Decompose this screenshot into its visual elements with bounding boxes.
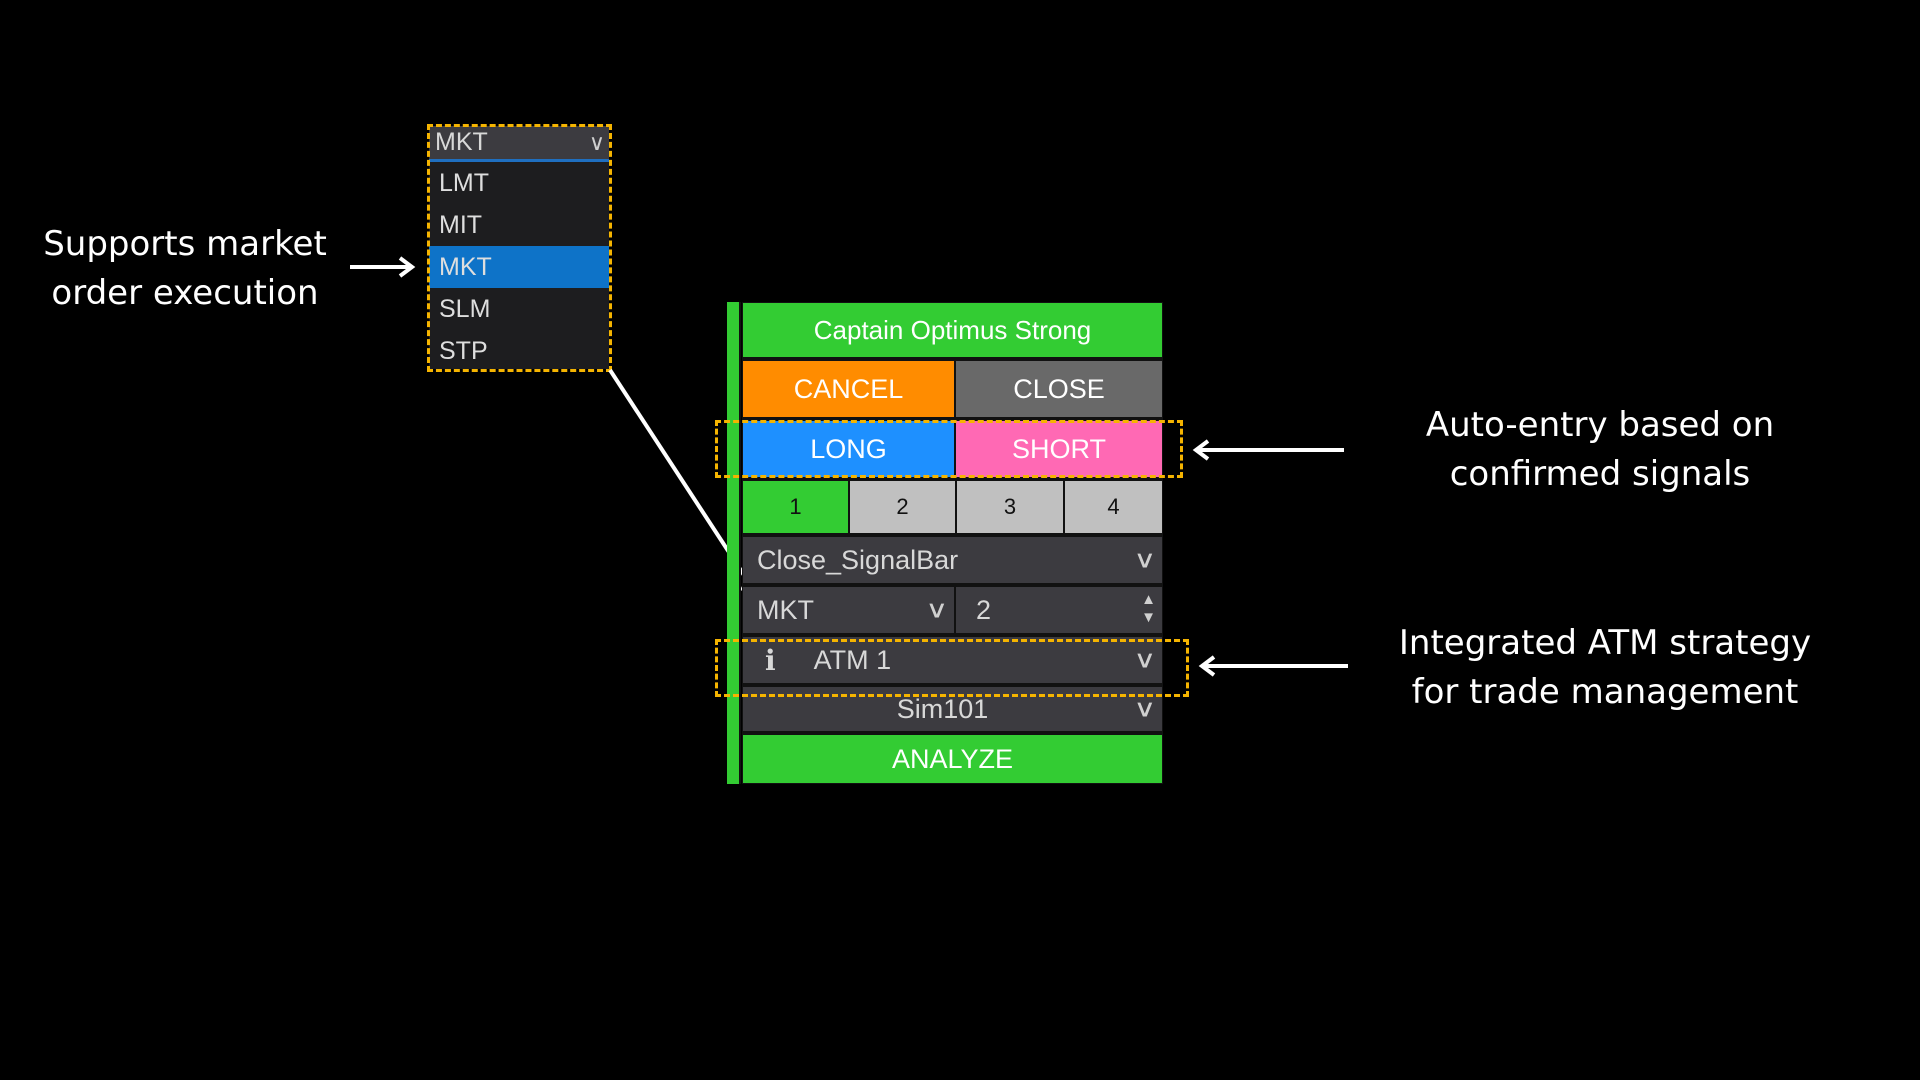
- close-button[interactable]: CLOSE: [955, 360, 1163, 418]
- dropdown-selected-value: MKT: [435, 128, 488, 156]
- quantity-stepper[interactable]: 2 ▲▼: [955, 586, 1163, 634]
- quantity-value: 2: [976, 594, 992, 625]
- chevron-down-icon: ∨: [588, 130, 605, 155]
- annotation-auto-entry: Auto-entry based on confirmed signals: [1370, 401, 1830, 499]
- annotation-line: Supports market: [43, 224, 327, 264]
- annotation-line: Auto-entry based on: [1425, 405, 1775, 445]
- annotation-line: confirmed signals: [1449, 454, 1751, 494]
- dropdown-option-stp[interactable]: STP: [439, 337, 488, 365]
- annotation-market-order: Supports market order execution: [20, 220, 350, 318]
- annotation-atm-strategy: Integrated ATM strategy for trade manage…: [1360, 619, 1850, 717]
- arrow-left-icon: [1192, 439, 1344, 461]
- tab-1[interactable]: 1: [742, 480, 849, 534]
- order-type-select[interactable]: MKT ∨: [742, 586, 955, 634]
- info-icon[interactable]: i: [765, 643, 776, 677]
- signal-select-value: Close_SignalBar: [757, 544, 959, 575]
- chevron-down-icon: ∨: [1133, 646, 1157, 674]
- analyze-button[interactable]: ANALYZE: [742, 734, 1163, 784]
- annotation-line: Integrated ATM strategy: [1398, 623, 1812, 663]
- chevron-down-icon: ∨: [1133, 695, 1157, 723]
- annotation-line: for trade management: [1411, 672, 1799, 712]
- atm-strategy-select[interactable]: i ATM 1 ∨: [742, 636, 1163, 684]
- long-button[interactable]: LONG: [742, 420, 955, 478]
- trade-panel: Captain Optimus Strong CANCEL CLOSE LONG…: [742, 302, 1163, 784]
- order-type-dropdown[interactable]: MKT ∨ LMT MIT MKT SLM STP: [429, 126, 609, 369]
- order-type-value: MKT: [757, 594, 814, 625]
- account-select[interactable]: Sim101 ∨: [742, 686, 1163, 732]
- account-value: Sim101: [896, 693, 989, 724]
- panel-title: Captain Optimus Strong: [742, 302, 1163, 358]
- stepper-arrows-icon[interactable]: ▲▼: [1141, 591, 1156, 626]
- order-type-dropdown-header[interactable]: MKT ∨: [429, 126, 609, 162]
- chevron-down-icon: ∨: [1133, 546, 1157, 574]
- chevron-down-icon: ∨: [925, 596, 949, 624]
- tab-4[interactable]: 4: [1064, 480, 1163, 534]
- dropdown-option-lmt[interactable]: LMT: [439, 169, 489, 197]
- signal-select[interactable]: Close_SignalBar ∨: [742, 536, 1163, 584]
- dropdown-option-slm[interactable]: SLM: [439, 295, 491, 323]
- arrow-right-icon: [350, 256, 416, 278]
- dropdown-option-mkt[interactable]: MKT: [429, 246, 609, 288]
- atm-strategy-value: ATM 1: [813, 644, 892, 675]
- tab-3[interactable]: 3: [956, 480, 1064, 534]
- arrow-left-icon: [1198, 655, 1348, 677]
- annotation-line: order execution: [51, 273, 319, 313]
- panel-side-strip: [727, 302, 741, 784]
- tab-2[interactable]: 2: [849, 480, 956, 534]
- cancel-button[interactable]: CANCEL: [742, 360, 955, 418]
- dropdown-option-mit[interactable]: MIT: [439, 211, 483, 239]
- short-button[interactable]: SHORT: [955, 420, 1163, 478]
